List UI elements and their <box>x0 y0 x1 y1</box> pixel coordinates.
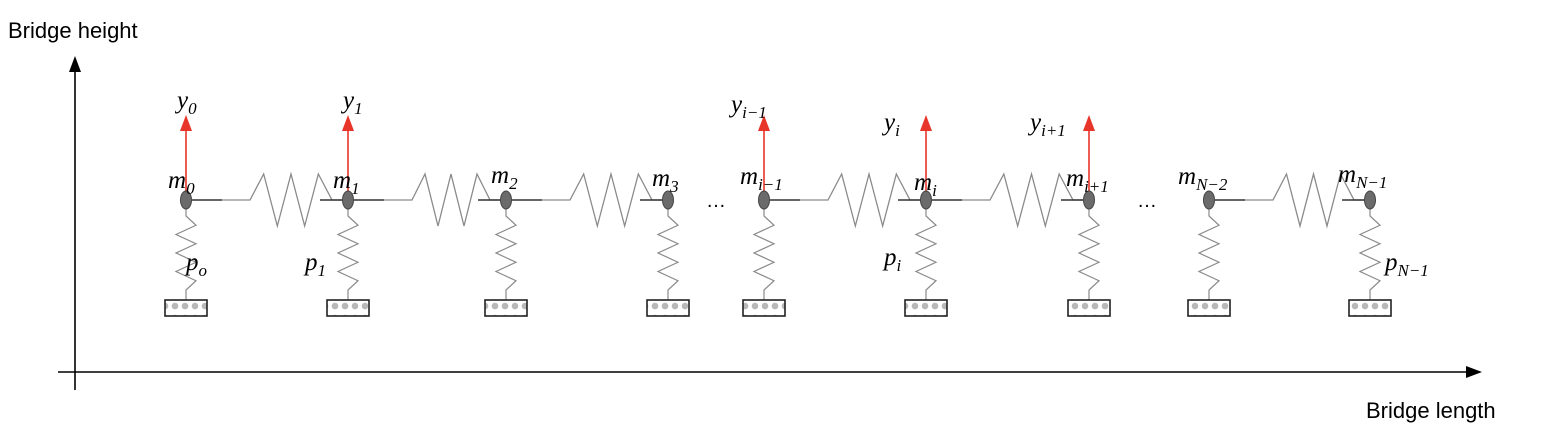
axes: Bridge height Bridge length <box>8 18 1496 423</box>
ground-spring <box>336 208 360 300</box>
mass-node: m3 <box>646 165 690 317</box>
ground-anchor <box>904 299 948 317</box>
ground-spring <box>494 208 518 300</box>
ground-anchor <box>1187 299 1231 317</box>
mass-label: m3 <box>652 165 679 196</box>
ground-anchor <box>164 299 208 317</box>
ground-anchor <box>646 299 690 317</box>
mass-node: mi pi yi <box>881 109 948 317</box>
displacement-arrowhead <box>180 115 192 131</box>
mass-chain: m0 po y0 m1 p1 y1 m2 m3 mi−1 yi−1 mi pi yi mi+1yi+1 mN… <box>164 87 1429 317</box>
spring-constant-label: p1 <box>303 249 326 280</box>
mass-node: m1 p1 y1 <box>303 87 370 317</box>
ground-spring <box>1358 208 1382 300</box>
mass-body <box>342 190 354 210</box>
displacement-label: y0 <box>174 87 197 118</box>
mass-label: mi+1 <box>1066 165 1109 196</box>
mass-body <box>500 190 512 210</box>
coupling-spring <box>542 171 662 229</box>
y-axis-arrowhead <box>69 56 81 72</box>
ground-spring <box>1197 208 1221 300</box>
mass-node: m2 <box>484 162 528 317</box>
mass-node: m0 po y0 <box>164 87 208 317</box>
mass-label: m2 <box>491 162 518 193</box>
displacement-label: y1 <box>340 87 363 118</box>
coupling-spring <box>800 171 920 229</box>
ground-anchor <box>484 299 528 317</box>
spring-constant-label: pi <box>882 244 902 275</box>
ground-spring <box>656 208 680 300</box>
displacement-label: yi <box>881 109 900 140</box>
mass-body <box>1364 190 1376 210</box>
ground-anchor <box>742 299 786 317</box>
mass-label: mN−1 <box>1338 161 1387 192</box>
mass-label: mi <box>914 169 937 200</box>
mass-node: mi+1yi+1 <box>1027 109 1111 317</box>
x-axis-label: Bridge length <box>1366 398 1496 423</box>
mass-node: mi−1 yi−1 <box>728 91 786 317</box>
spring-constant-label: pN−1 <box>1383 249 1429 280</box>
ground-spring <box>752 208 776 300</box>
ellipsis-1: … <box>706 190 726 212</box>
mass-node: mN−2 <box>1178 163 1231 317</box>
mass-body <box>180 190 192 210</box>
mass-body <box>758 190 770 210</box>
spring-constant-label: po <box>184 249 207 280</box>
ground-anchor <box>1067 299 1111 317</box>
mass-body <box>1203 190 1215 210</box>
displacement-arrowhead <box>1083 115 1095 131</box>
displacement-label: yi−1 <box>728 91 767 122</box>
ground-spring <box>1077 208 1101 300</box>
ground-anchor <box>1348 299 1392 317</box>
displacement-arrowhead <box>342 115 354 131</box>
displacement-arrowhead <box>920 115 932 131</box>
mass-label: mi−1 <box>740 163 783 194</box>
ellipsis-2: … <box>1137 190 1157 212</box>
x-axis-arrowhead <box>1466 366 1482 378</box>
mass-label: m1 <box>333 167 360 198</box>
mass-body <box>920 190 932 210</box>
displacement-label: yi+1 <box>1027 109 1066 140</box>
y-axis-label: Bridge height <box>8 18 138 43</box>
coupling-spring <box>962 171 1083 229</box>
mass-body <box>1083 190 1095 210</box>
displacement-arrowhead <box>758 115 770 131</box>
mass-body <box>662 190 674 210</box>
ground-spring <box>174 208 198 300</box>
coupling-spring <box>384 172 500 227</box>
mass-label: mN−2 <box>1178 163 1228 194</box>
mass-node: mN−1 pN−1 <box>1338 161 1429 317</box>
ground-spring <box>914 208 938 300</box>
ground-anchor <box>326 299 370 317</box>
coupling-spring <box>1245 171 1364 229</box>
mass-label: m0 <box>168 167 195 198</box>
coupling-spring <box>222 171 342 229</box>
